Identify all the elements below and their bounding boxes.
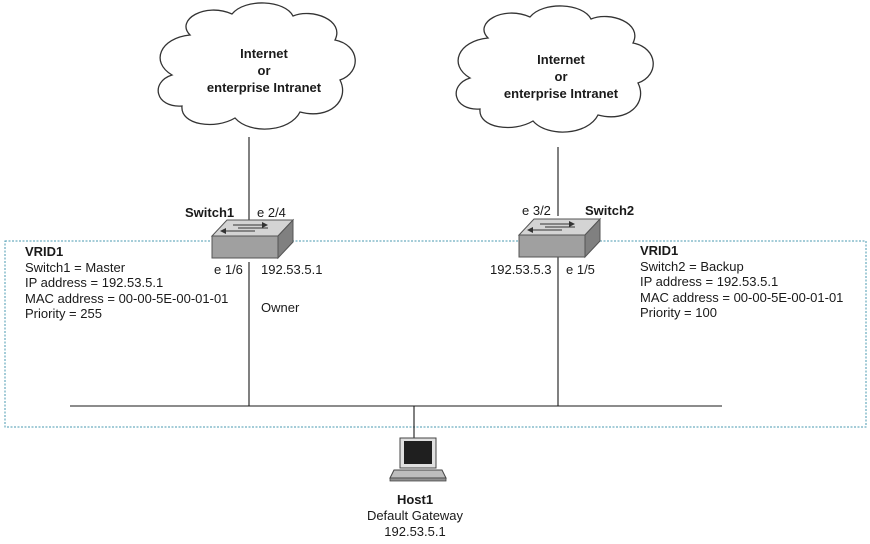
cloud-left-line1: Internet (240, 46, 288, 61)
vrid-left-info: VRID1 Switch1 = Master IP address = 192.… (25, 244, 228, 322)
switch2-uplink-port: e 3/2 (522, 203, 551, 218)
host1-laptop-icon (389, 437, 447, 482)
cloud-right-shape (455, 5, 654, 133)
switch2-name: Switch2 (585, 203, 635, 218)
switch2-icon (517, 217, 602, 259)
vrid-left-line: Priority = 255 (25, 306, 102, 322)
switch1-uplink-port: e 2/4 (257, 205, 286, 220)
vrid-left-line: MAC address = 00-00-5E-00-01-01 (25, 290, 229, 306)
vrid-right-title: VRID1 (640, 243, 679, 258)
vrid-right-line: Priority = 100 (640, 305, 717, 321)
switch2-ip: 192.53.5.3 (490, 262, 552, 277)
vrid-right-line: MAC address = 00-00-5E-00-01-01 (640, 289, 844, 305)
switch1-ip: 192.53.5.1 (261, 262, 323, 277)
switch1-lan-port: e 1/6 (214, 262, 243, 277)
switch2-lan-port: e 1/5 (566, 262, 595, 277)
cloud-left-shape (157, 2, 356, 130)
vrid-left-title: VRID1 (25, 244, 64, 259)
host1-info: Host1 Default Gateway 192.53.5.1 (330, 492, 500, 540)
owner-label: Owner (261, 300, 300, 315)
vrid-left-line: Switch1 = Master (25, 259, 126, 275)
cloud-left-label: Internet or enterprise Intranet (179, 45, 349, 96)
vrid-right-line: IP address = 192.53.5.1 (640, 274, 779, 290)
cloud-left-line3: enterprise Intranet (206, 80, 322, 95)
cloud-left-line2: or (257, 63, 271, 78)
host1-gateway-ip: 192.53.5.1 (384, 524, 446, 539)
host1-name: Host1 (396, 492, 434, 507)
vrid-box (4, 240, 867, 428)
host1-gateway-label: Default Gateway (366, 508, 464, 523)
cloud-right-label: Internet or enterprise Intranet (476, 51, 646, 102)
switch1-name: Switch1 (185, 205, 235, 220)
vrid-right-line: Switch2 = Backup (640, 258, 744, 274)
cloud-right-line2: or (554, 69, 568, 84)
vrid-left-line: IP address = 192.53.5.1 (25, 275, 164, 291)
cloud-right-line3: enterprise Intranet (503, 86, 619, 101)
links (70, 137, 722, 438)
switch1-icon (210, 218, 295, 260)
vrid-right-info: VRID1 Switch2 = Backup IP address = 192.… (640, 243, 843, 321)
cloud-right-line1: Internet (537, 52, 585, 67)
